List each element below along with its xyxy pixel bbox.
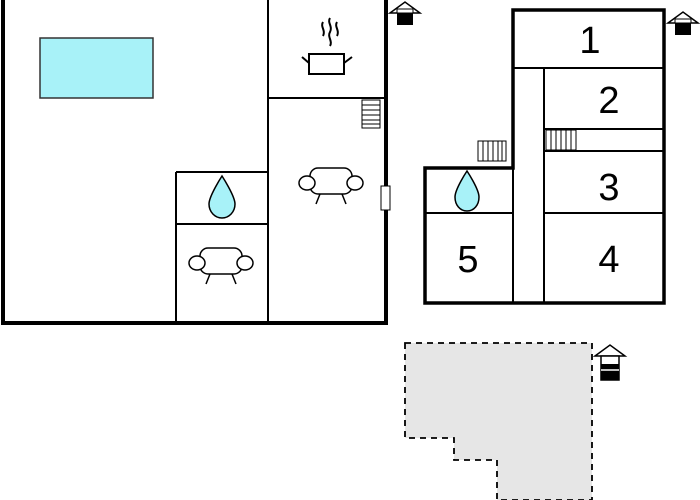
- room-number-4: 4: [598, 239, 619, 281]
- radiator-icon: [477, 140, 507, 162]
- cooking-pot-icon: [301, 17, 353, 75]
- right-building: 1 2 3 4 5: [423, 8, 700, 305]
- radiator-icon: [361, 99, 381, 129]
- door-icon: [380, 185, 391, 211]
- pool-icon: [39, 37, 154, 99]
- house-entrance-icon: [387, 1, 423, 25]
- radiator-icon: [545, 129, 577, 151]
- terrace: [404, 342, 628, 500]
- house-entrance-icon: [592, 344, 628, 381]
- room-number-2: 2: [598, 80, 619, 122]
- left-building-outer-wall: [1, 0, 388, 325]
- water-drop-icon: [208, 174, 236, 219]
- room-number-5: 5: [457, 239, 478, 281]
- sofa-icon: [188, 247, 254, 285]
- terrace-outline: [404, 342, 593, 500]
- room-number-1: 1: [579, 20, 600, 62]
- room-number-3: 3: [598, 167, 619, 209]
- water-drop-icon: [454, 169, 480, 212]
- sofa-icon: [298, 167, 364, 205]
- left-building: [1, 0, 423, 325]
- house-entrance-icon: [665, 11, 700, 35]
